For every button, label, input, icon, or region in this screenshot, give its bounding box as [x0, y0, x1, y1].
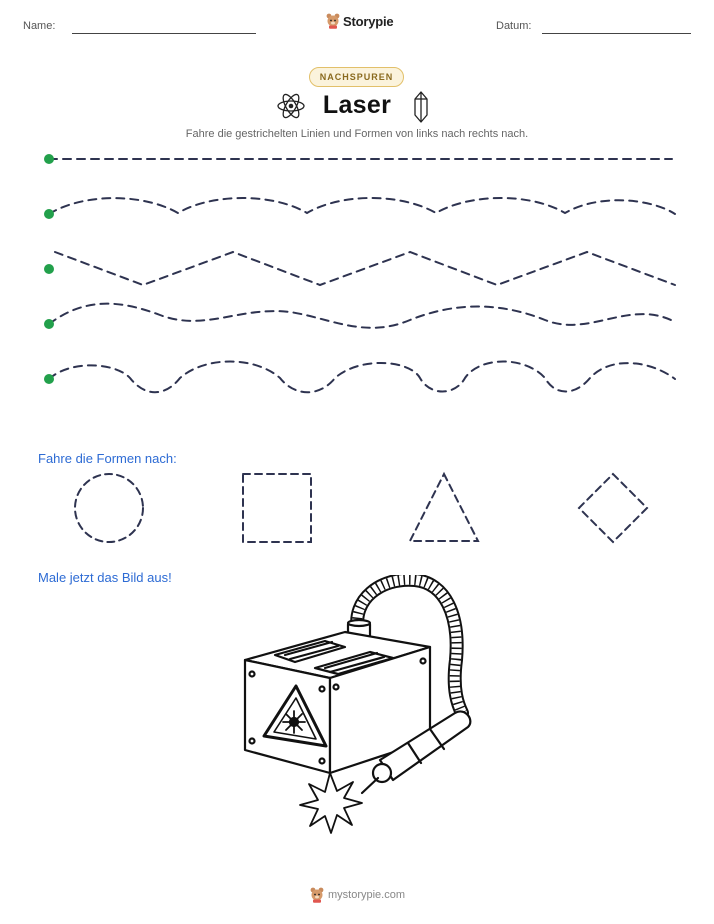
page-title: Laser [322, 91, 392, 119]
start-dot [44, 264, 54, 274]
name-label: Name: [23, 20, 56, 32]
trace-shape-triangle[interactable] [408, 471, 480, 542]
shapes-heading: Fahre die Formen nach: [38, 451, 177, 466]
tracing-lines [44, 154, 676, 394]
atom-icon [277, 93, 305, 119]
start-dot [44, 209, 54, 219]
instruction-text: Fahre die gestrichelten Linien und Forme… [185, 128, 529, 140]
tracing-shapes [74, 471, 649, 544]
date-label: Datum: [496, 20, 532, 32]
trace-shape-square[interactable] [242, 473, 312, 543]
footer-url[interactable]: mystorypie.com [328, 889, 406, 901]
date-field[interactable] [542, 33, 691, 34]
trace-line-zigzag[interactable] [54, 250, 676, 287]
bear-mascot-icon [310, 887, 324, 903]
crystal-icon [414, 91, 428, 123]
footer: mystorypie.com [310, 887, 405, 903]
trace-line-wave[interactable] [48, 197, 676, 215]
start-dot [44, 374, 54, 384]
worksheet-type-badge: NACHSPUREN [309, 67, 404, 87]
trace-shape-diamond[interactable] [577, 472, 649, 544]
brand-logo: Storypie [326, 13, 394, 29]
laser-device-illustration [243, 575, 472, 834]
coloring-heading: Male jetzt das Bild aus! [38, 570, 172, 585]
trace-line-wave-2[interactable] [48, 302, 676, 329]
brand-name: Storypie [343, 13, 394, 29]
start-dot [44, 154, 54, 164]
trace-shape-circle[interactable] [74, 473, 144, 543]
name-field[interactable] [72, 33, 256, 34]
start-dot [44, 319, 54, 329]
trace-line-bumpy-wave[interactable] [48, 360, 676, 394]
bear-mascot-icon [326, 13, 340, 29]
